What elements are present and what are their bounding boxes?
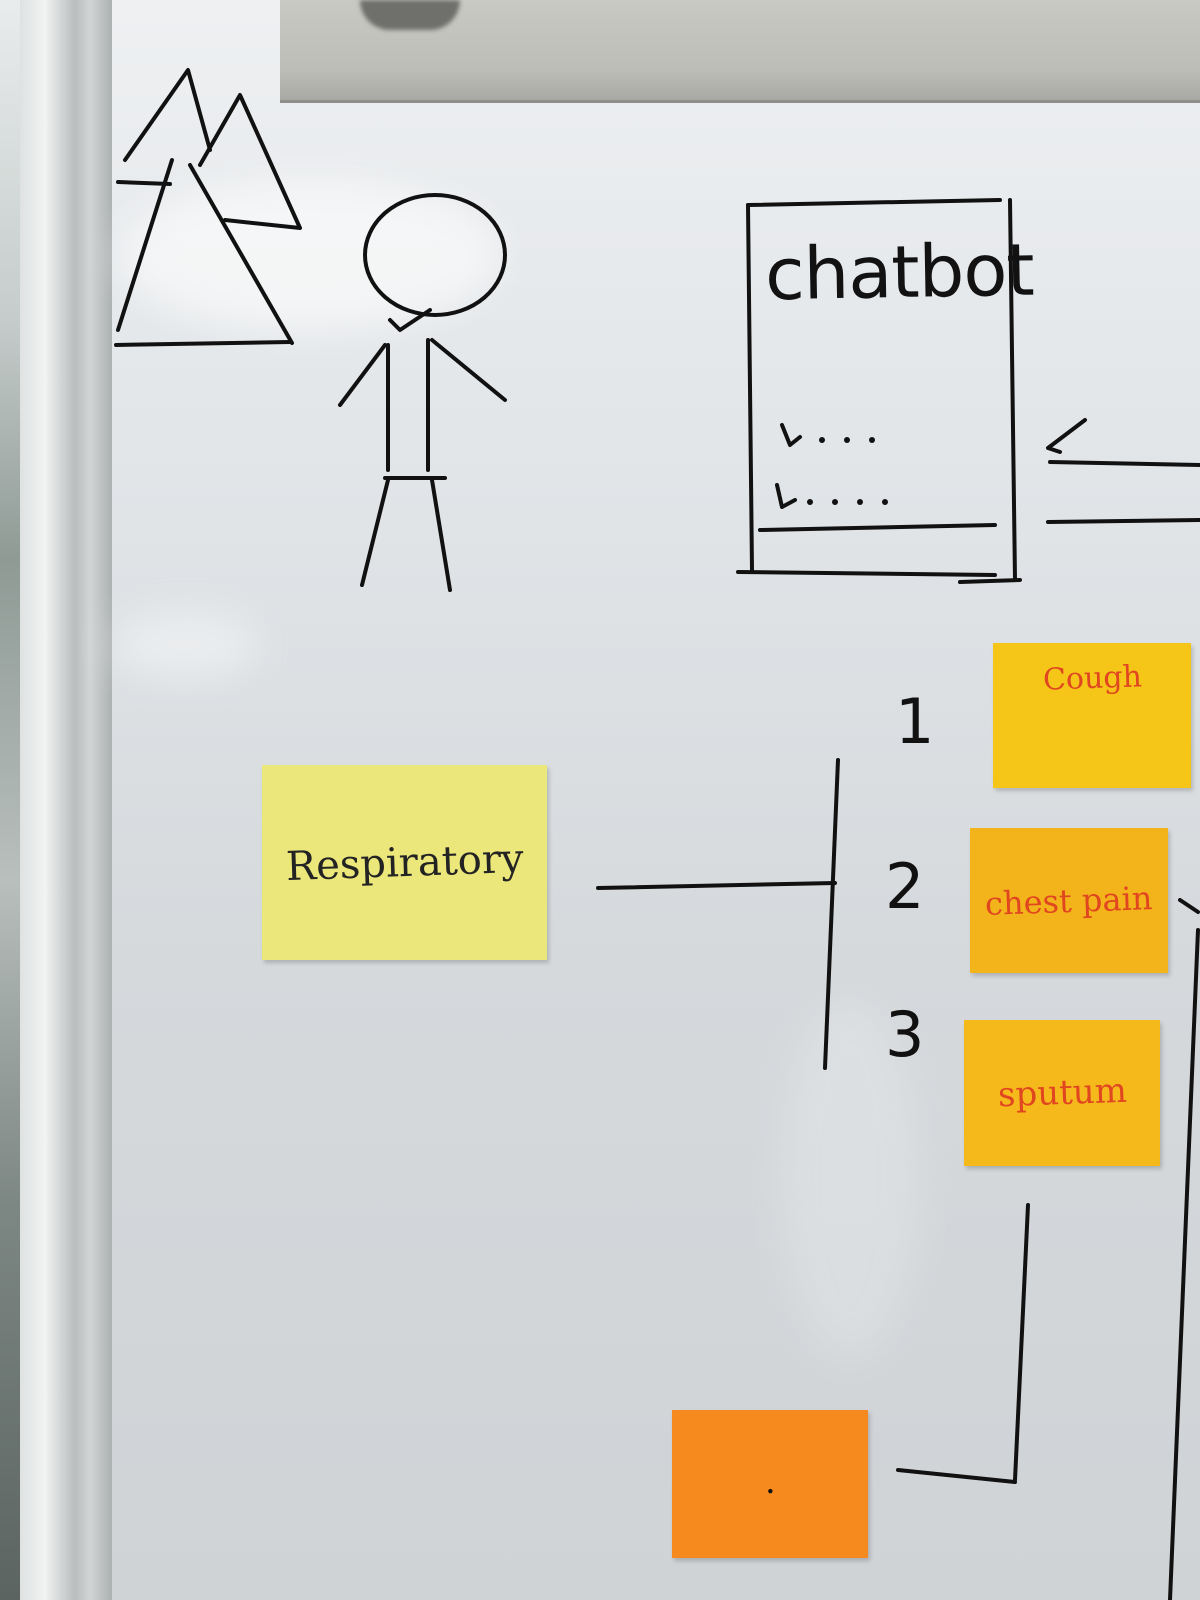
chatbot-label: chatbot (764, 227, 1035, 317)
mountains-doodle (114, 68, 302, 347)
option-number-2: 2 (885, 850, 925, 923)
arrows-doodle (1046, 418, 1200, 524)
blank-orange-sticky-note: . (672, 1410, 868, 1558)
sputum-note-text: sputum (996, 1070, 1128, 1116)
option-number-3: 3 (885, 998, 925, 1071)
bottom-connector (896, 1203, 1030, 1484)
chatbot-screen-doodle (736, 198, 1022, 584)
chat-dots (807, 437, 888, 505)
chest-pain-note-text: chest pain (984, 878, 1154, 923)
stick-figure-doodle (338, 193, 507, 592)
respiratory-note-text: Respiratory (284, 835, 525, 890)
cough-sticky-note: Cough (993, 643, 1191, 788)
cough-note-text: Cough (1041, 659, 1143, 698)
blank-note-dot: . (765, 1469, 775, 1499)
sputum-sticky-note: sputum (964, 1020, 1160, 1166)
light-glare (110, 610, 260, 680)
light-glare (780, 1000, 920, 1360)
respiratory-sticky-note: Respiratory (262, 765, 547, 960)
right-edge-line (1168, 898, 1200, 1600)
branch-connector (596, 758, 840, 1070)
magnet-holder (360, 0, 460, 30)
light-glare (120, 180, 500, 330)
board-frame (20, 0, 120, 1600)
option-number-1: 1 (895, 685, 935, 758)
chest-pain-sticky-note: chest pain (970, 828, 1168, 973)
